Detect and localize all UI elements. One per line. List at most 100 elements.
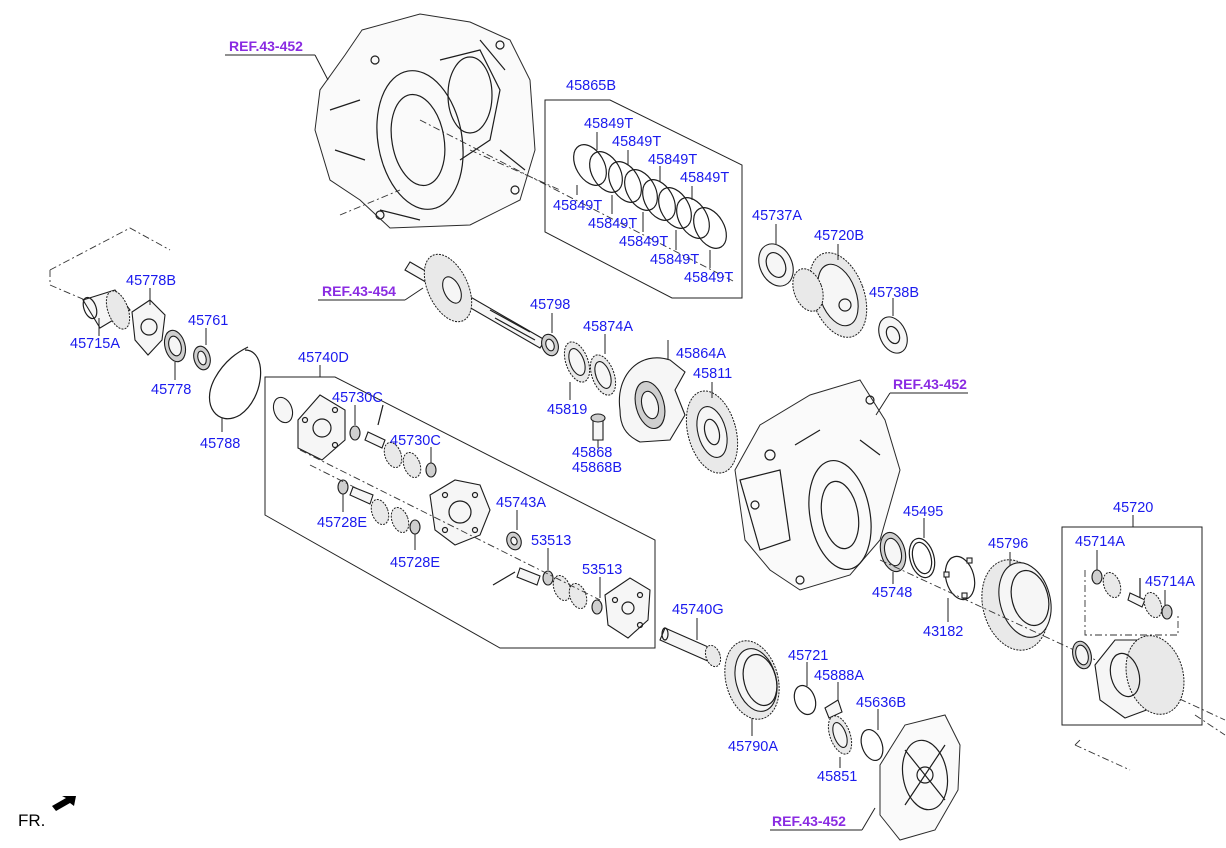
ref-label-right[interactable]: REF.43-452	[893, 376, 967, 392]
output-shaft-45715A	[82, 289, 131, 330]
seal-45636B	[860, 728, 884, 762]
part-45730C-label-2[interactable]: 45730C	[390, 433, 441, 449]
leader-ref-right-arrow	[875, 392, 891, 416]
part-45737A-label[interactable]: 45737A	[752, 208, 802, 224]
part-45849T-label-7[interactable]: 45849T	[619, 234, 668, 250]
bearing-45737A	[758, 243, 794, 287]
axis-dashed-carrier	[299, 449, 601, 601]
clutch-drum-45796	[981, 559, 1052, 651]
front-direction-label: FR.	[18, 811, 45, 830]
part-45778-label[interactable]: 45778	[151, 382, 191, 398]
transmission-case-right	[734, 379, 901, 591]
ref-label-top[interactable]: REF.43-452	[229, 38, 303, 54]
part-45849T-label-1[interactable]: 45849T	[584, 116, 633, 132]
part-45728E-label-2[interactable]: 45728E	[390, 555, 440, 571]
part-45849T-label-9[interactable]: 45849T	[684, 270, 733, 286]
part-45728E-label-1[interactable]: 45728E	[317, 515, 367, 531]
retainer-43182	[943, 555, 976, 601]
leader-ref-bottom-arrow	[861, 807, 876, 831]
gear-45811	[685, 390, 739, 474]
seal-45761	[193, 345, 211, 371]
snap-ring-45495	[908, 537, 936, 579]
part-45636B-label[interactable]: 45636B	[856, 695, 906, 711]
part-45715A-label[interactable]: 45715A	[70, 336, 120, 352]
axis-dashed-left	[49, 227, 171, 301]
front-arrow-icon	[52, 796, 76, 811]
part-45730C-label-1[interactable]: 45730C	[332, 390, 383, 406]
transmission-case-top	[314, 13, 536, 229]
part-45748-label[interactable]: 45748	[872, 585, 912, 601]
clip-45888A	[824, 699, 843, 719]
snap-rings-45849T	[573, 144, 727, 249]
part-45720B-label[interactable]: 45720B	[814, 228, 864, 244]
sun-shaft-45740G	[659, 627, 722, 668]
pinion-parts-upper	[349, 404, 437, 479]
part-45740G-label[interactable]: 45740G	[672, 602, 724, 618]
part-45714A-label-2[interactable]: 45714A	[1145, 574, 1195, 590]
part-53513-label-1[interactable]: 53513	[531, 533, 571, 549]
part-45738B-label[interactable]: 45738B	[869, 285, 919, 301]
part-45868B-label[interactable]: 45868B	[572, 460, 622, 476]
part-45865B-label[interactable]: 45865B	[566, 78, 616, 94]
input-shaft	[404, 253, 546, 349]
part-45761-label[interactable]: 45761	[188, 313, 228, 329]
part-45798-label[interactable]: 45798	[530, 297, 570, 313]
part-45864A-label[interactable]: 45864A	[676, 346, 726, 362]
pinion-parts-front	[492, 567, 603, 615]
leader-ref-top-arrow	[314, 54, 329, 81]
part-45714A-label-1[interactable]: 45714A	[1075, 534, 1125, 550]
bearing-45851	[827, 715, 853, 755]
axis-dashed-top	[339, 119, 736, 283]
part-45788-label[interactable]: 45788	[200, 436, 240, 452]
axis-dashed-diff-bottom	[1074, 714, 1226, 771]
carrier-plate-45864A	[618, 357, 686, 443]
part-43182-label[interactable]: 43182	[923, 624, 963, 640]
snap-ring-45788	[209, 346, 262, 420]
ref-label-bottom[interactable]: REF.43-452	[772, 813, 846, 829]
axis-dashed-diff	[1084, 570, 1179, 636]
snap-ring-45721	[793, 684, 817, 716]
part-45888A-label[interactable]: 45888A	[814, 668, 864, 684]
leader-ref-shaft-arrow	[404, 287, 424, 301]
snap-ring-leaders	[576, 132, 711, 268]
part-53513-label-2[interactable]: 53513	[582, 562, 622, 578]
part-45790A-label[interactable]: 45790A	[728, 739, 778, 755]
part-45721-label[interactable]: 45721	[788, 648, 828, 664]
carrier-plate-left	[272, 394, 346, 461]
bearing-45738B	[878, 316, 908, 354]
pinion-parts-lower	[337, 479, 421, 535]
part-45849T-label-8[interactable]: 45849T	[650, 252, 699, 268]
part-45849T-label-5[interactable]: 45849T	[553, 198, 602, 214]
part-45740D-label[interactable]: 45740D	[298, 350, 349, 366]
part-45811-label[interactable]: 45811	[693, 366, 732, 382]
part-45720-label[interactable]: 45720	[1113, 500, 1153, 516]
part-45868-label[interactable]: 45868	[572, 445, 612, 461]
shim-45778	[163, 329, 187, 363]
part-45819-label[interactable]: 45819	[547, 402, 587, 418]
part-45849T-label-2[interactable]: 45849T	[612, 134, 661, 150]
diff-case	[1072, 635, 1185, 719]
plate-45778B	[131, 299, 166, 356]
carrier-plate-right	[604, 577, 651, 639]
differential-assembly-box	[1061, 526, 1203, 726]
part-45851-label[interactable]: 45851	[817, 769, 857, 785]
ring-45819	[563, 341, 591, 383]
part-45849T-label-6[interactable]: 45849T	[588, 216, 637, 232]
ref-label-shaft[interactable]: REF.43-454	[322, 283, 396, 299]
part-45743A-label[interactable]: 45743A	[496, 495, 546, 511]
part-45796-label[interactable]: 45796	[988, 536, 1028, 552]
washer-45743A	[506, 531, 522, 551]
part-45874A-label[interactable]: 45874A	[583, 319, 633, 335]
differential-gear-45720B	[792, 252, 868, 338]
part-45849T-label-4[interactable]: 45849T	[680, 170, 729, 186]
part-45849T-label-3[interactable]: 45849T	[648, 152, 697, 168]
part-45778B-label[interactable]: 45778B	[126, 273, 176, 289]
bolt-45868	[590, 413, 606, 441]
planet-carrier	[429, 479, 491, 546]
diff-pinion-parts	[1091, 569, 1173, 620]
part-45495-label[interactable]: 45495	[903, 504, 943, 520]
rear-cover	[879, 714, 961, 841]
snap-ring-set-box	[544, 99, 743, 299]
carrier-assembly-box	[264, 376, 656, 649]
